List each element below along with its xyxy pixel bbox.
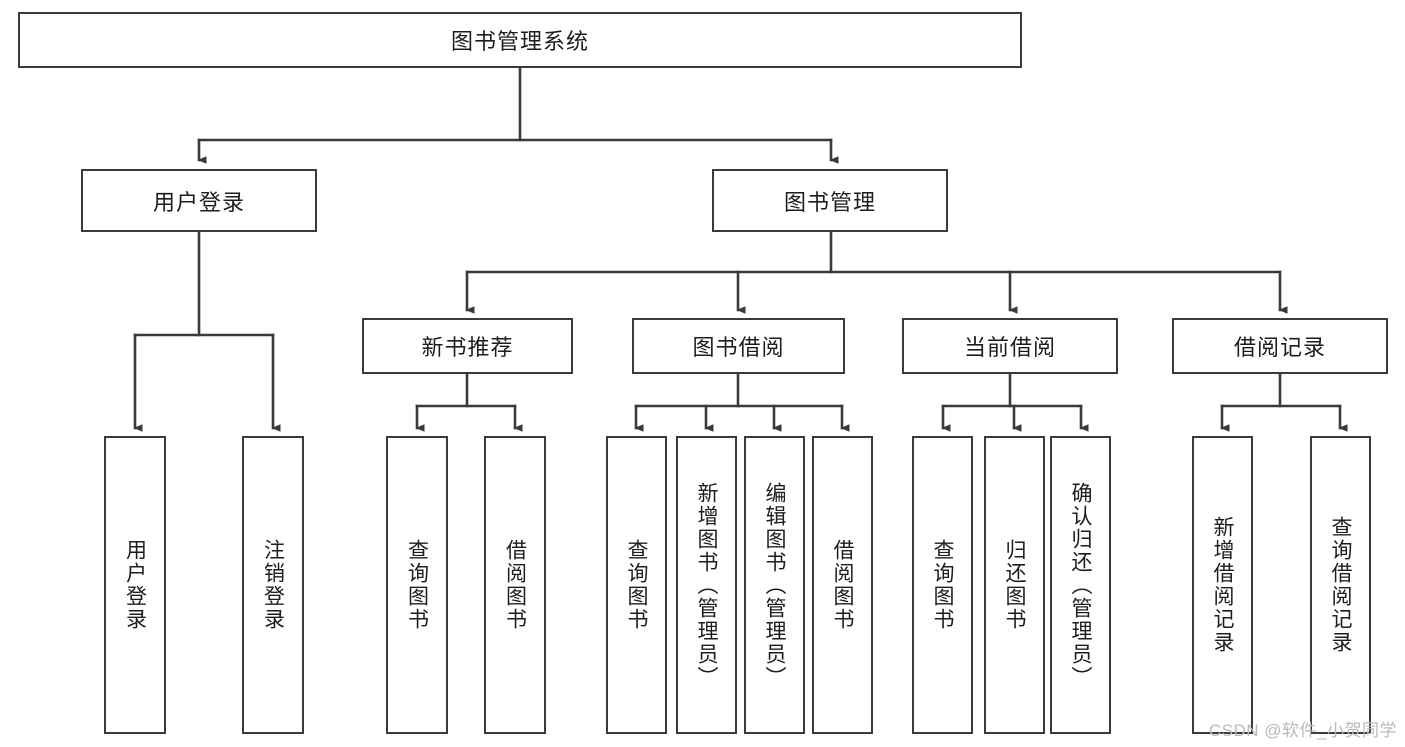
node-root-label: 图书管理系统	[450, 29, 589, 54]
node-recommend-query-book-label: 查询图书	[405, 539, 429, 631]
node-book-borrow[interactable]: 图书借阅	[632, 318, 845, 374]
node-borrow-edit-book-admin-label: 编辑图书（管理员）	[763, 481, 786, 689]
node-book-management[interactable]: 图书管理	[712, 169, 948, 232]
node-current-query-book-label: 查询图书	[931, 539, 954, 631]
node-recommend-query-book[interactable]: 查询图书	[386, 436, 448, 734]
node-borrow-query-book[interactable]: 查询图书	[606, 436, 667, 734]
node-record-query[interactable]: 查询借阅记录	[1310, 436, 1371, 734]
node-recommend-borrow-book[interactable]: 借阅图书	[484, 436, 546, 734]
node-record-query-label: 查询借阅记录	[1329, 516, 1352, 654]
node-user-login-label: 用户登录	[152, 189, 245, 215]
node-user-login[interactable]: 用户登录	[81, 169, 317, 232]
node-new-book-recommend[interactable]: 新书推荐	[362, 318, 573, 374]
node-current-confirm-return-admin-label: 确认归还（管理员）	[1069, 481, 1092, 689]
node-user-login-do-label: 用户登录	[123, 539, 147, 631]
node-borrow-borrow-book[interactable]: 借阅图书	[812, 436, 873, 734]
csdn-watermark: CSDN @软件_小贺同学	[1208, 721, 1397, 740]
node-borrow-query-book-label: 查询图书	[625, 539, 648, 631]
node-book-borrow-label: 图书借阅	[692, 335, 785, 360]
node-new-book-recommend-label: 新书推荐	[421, 335, 514, 360]
node-current-return-book-label: 归还图书	[1003, 539, 1026, 631]
node-user-login-do[interactable]: 用户登录	[104, 436, 166, 734]
node-borrow-add-book-admin-label: 新增图书（管理员）	[695, 481, 718, 689]
node-record-add-label: 新增借阅记录	[1211, 516, 1234, 654]
node-borrow-borrow-book-label: 借阅图书	[831, 539, 854, 631]
node-borrow-record[interactable]: 借阅记录	[1172, 318, 1388, 374]
node-book-management-label: 图书管理	[783, 189, 876, 215]
node-current-query-book[interactable]: 查询图书	[912, 436, 973, 734]
node-record-add[interactable]: 新增借阅记录	[1192, 436, 1253, 734]
node-borrow-edit-book-admin[interactable]: 编辑图书（管理员）	[744, 436, 805, 734]
node-borrow-record-label: 借阅记录	[1233, 335, 1326, 360]
node-current-borrow-label: 当前借阅	[963, 335, 1056, 360]
node-recommend-borrow-book-label: 借阅图书	[503, 539, 527, 631]
node-current-borrow[interactable]: 当前借阅	[902, 318, 1118, 374]
node-root[interactable]: 图书管理系统	[18, 12, 1022, 68]
node-current-confirm-return-admin[interactable]: 确认归还（管理员）	[1050, 436, 1111, 734]
node-user-logout-label: 注销登录	[261, 539, 285, 631]
node-current-return-book[interactable]: 归还图书	[984, 436, 1045, 734]
node-user-logout[interactable]: 注销登录	[242, 436, 304, 734]
node-borrow-add-book-admin[interactable]: 新增图书（管理员）	[676, 436, 737, 734]
